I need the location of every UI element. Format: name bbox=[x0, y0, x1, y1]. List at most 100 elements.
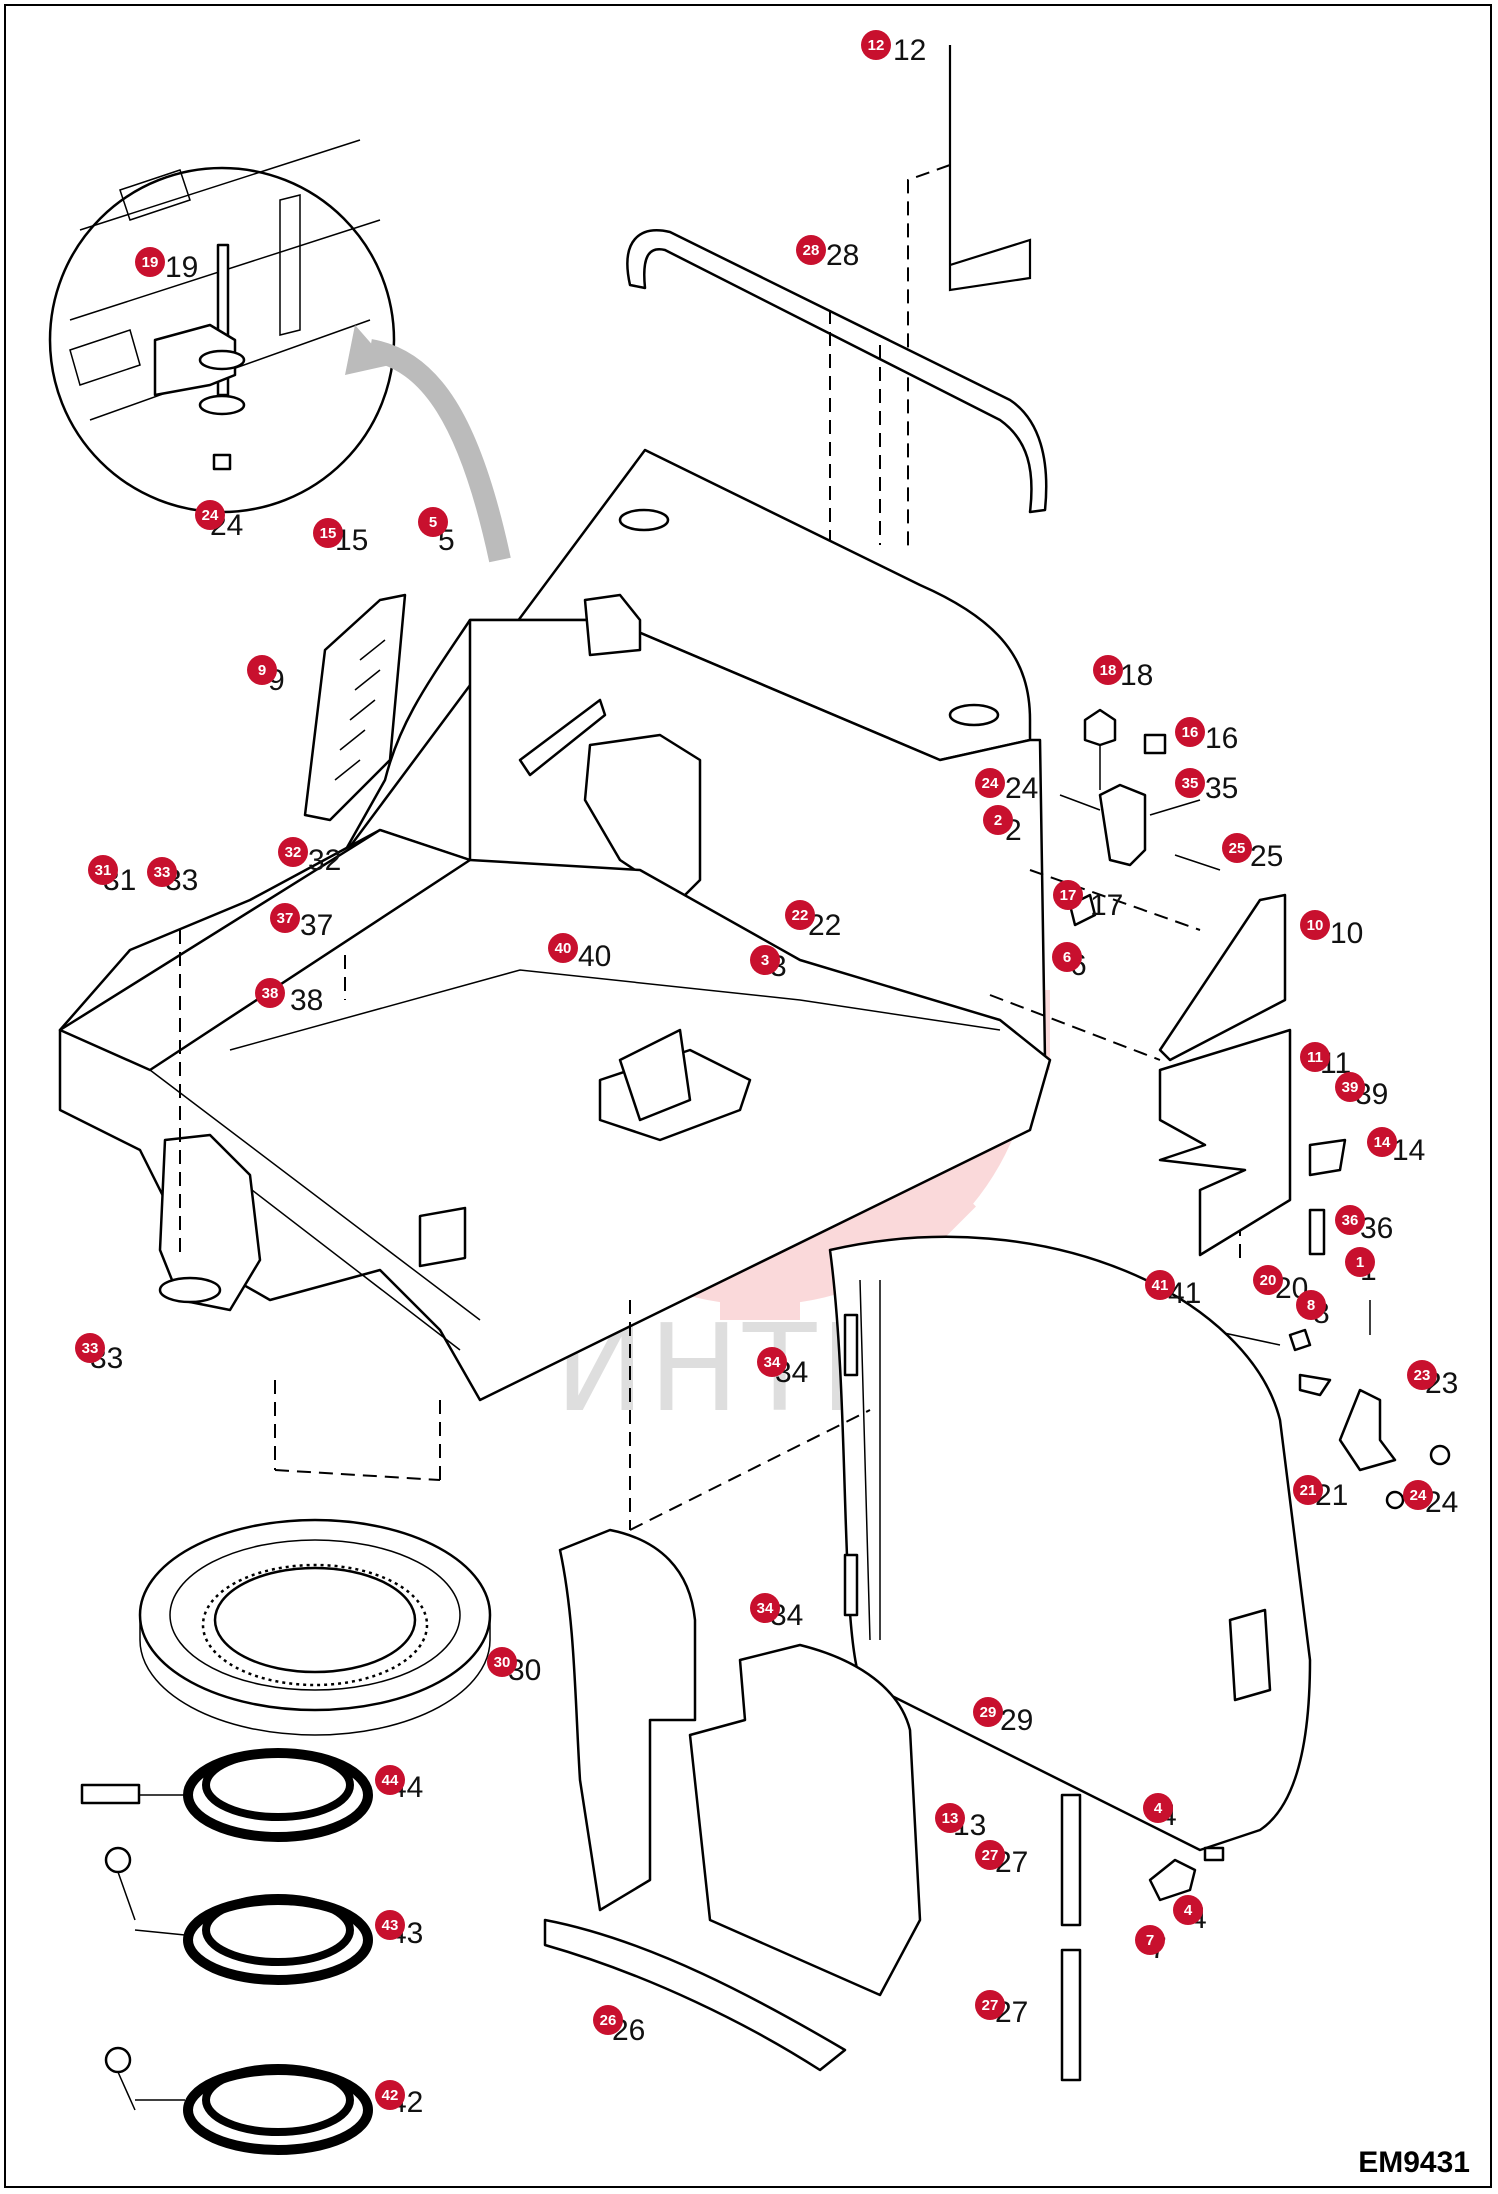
callout-7: 77 bbox=[1135, 1925, 1167, 1965]
callout-badge-number: 27 bbox=[982, 1997, 999, 2014]
callout-badge-number: 4 bbox=[1184, 1902, 1193, 1919]
callout-2: 22 bbox=[983, 805, 1022, 847]
callout-badge-number: 33 bbox=[82, 1340, 99, 1357]
callout-badge bbox=[1093, 655, 1123, 685]
part-26-strip bbox=[543, 1918, 847, 2072]
callout-badge bbox=[270, 903, 300, 933]
callout-badge-number: 16 bbox=[1182, 724, 1199, 741]
callout-6: 66 bbox=[1052, 942, 1087, 982]
callout-8: 88 bbox=[1296, 1290, 1330, 1330]
callout-label: 32 bbox=[308, 844, 341, 877]
callout-badge bbox=[935, 1803, 965, 1833]
callout-badge bbox=[75, 1333, 105, 1363]
callout-badge-number: 30 bbox=[494, 1654, 511, 1671]
part-44-hose bbox=[80, 1748, 373, 1842]
callout-badge bbox=[983, 805, 1013, 835]
callout-badge-number: 32 bbox=[285, 844, 302, 861]
callout-badge bbox=[313, 518, 343, 548]
part-28-handrail bbox=[626, 229, 1048, 545]
callout-4b: 44 bbox=[1173, 1895, 1207, 1935]
callout-badge bbox=[487, 1647, 517, 1677]
callout-badge bbox=[88, 855, 118, 885]
callout-badge bbox=[1143, 1793, 1173, 1823]
knob-assembly bbox=[1148, 1846, 1225, 1902]
callout-badge bbox=[1253, 1265, 1283, 1295]
callout-badge bbox=[418, 507, 448, 537]
callout-9: 99 bbox=[247, 655, 285, 697]
callout-badge-number: 24 bbox=[202, 507, 219, 524]
callout-badge bbox=[785, 900, 815, 930]
callout-badge bbox=[147, 857, 177, 887]
part-30-side-panel bbox=[558, 1528, 697, 1912]
callout-badge-number: 9 bbox=[258, 662, 266, 679]
callout-badge bbox=[796, 235, 826, 265]
part-43-hose bbox=[104, 1846, 373, 1985]
callout-badge-number: 13 bbox=[942, 1810, 959, 1827]
callout-badge bbox=[1335, 1205, 1365, 1235]
callout-badge bbox=[1053, 880, 1083, 910]
callout-badge-number: 39 bbox=[1342, 1079, 1359, 1096]
document-code: EM9431 bbox=[1358, 2146, 1470, 2179]
callout-badge bbox=[1335, 1072, 1365, 1102]
callout-badge-number: 43 bbox=[382, 1917, 399, 1934]
callout-badge bbox=[1145, 1270, 1175, 1300]
callout-badge bbox=[1403, 1480, 1433, 1510]
callout-label: 40 bbox=[578, 940, 611, 973]
callout-badge bbox=[750, 945, 780, 975]
callout-badge-number: 21 bbox=[1300, 1482, 1317, 1499]
callout-badge bbox=[1222, 833, 1252, 863]
callout-badge bbox=[975, 768, 1005, 798]
callout-label: 29 bbox=[1000, 1704, 1033, 1737]
callout-badge-number: 22 bbox=[792, 907, 809, 924]
callout-badge-number: 12 bbox=[868, 37, 885, 54]
callout-badge bbox=[375, 2080, 405, 2110]
part-9-side-plate bbox=[303, 593, 407, 822]
callout-badge bbox=[1367, 1127, 1397, 1157]
callout-badge-number: 27 bbox=[982, 1847, 999, 1864]
callout-badge-number: 41 bbox=[1152, 1277, 1169, 1294]
callout-badge bbox=[975, 1840, 1005, 1870]
callout-label: 10 bbox=[1330, 917, 1363, 950]
callout-badge bbox=[973, 1697, 1003, 1727]
callout-badge-number: 44 bbox=[382, 1772, 399, 1789]
part-29-door bbox=[828, 1235, 1312, 1852]
callout-label: 28 bbox=[826, 239, 859, 272]
assembly-guide-lines bbox=[179, 930, 871, 1531]
callout-badge-number: 25 bbox=[1229, 840, 1246, 857]
callout-badge-number: 4 bbox=[1154, 1800, 1163, 1817]
callout-badge bbox=[278, 837, 308, 867]
callout-badge bbox=[861, 30, 891, 60]
callout-badge bbox=[1173, 1895, 1203, 1925]
callout-badge bbox=[1052, 942, 1082, 972]
callout-label: 37 bbox=[300, 909, 333, 942]
callout-badge bbox=[255, 978, 285, 1008]
callout-1: 11 bbox=[1345, 1247, 1377, 1287]
callout-badge bbox=[593, 2005, 623, 2035]
callout-badge-number: 33 bbox=[154, 864, 171, 881]
callout-badge-number: 24 bbox=[982, 775, 999, 792]
hose-coils bbox=[80, 1748, 373, 2155]
callout-badge-number: 20 bbox=[1260, 1272, 1277, 1289]
detail-view-circle bbox=[48, 139, 511, 563]
callout-badge-number: 10 bbox=[1307, 917, 1324, 934]
